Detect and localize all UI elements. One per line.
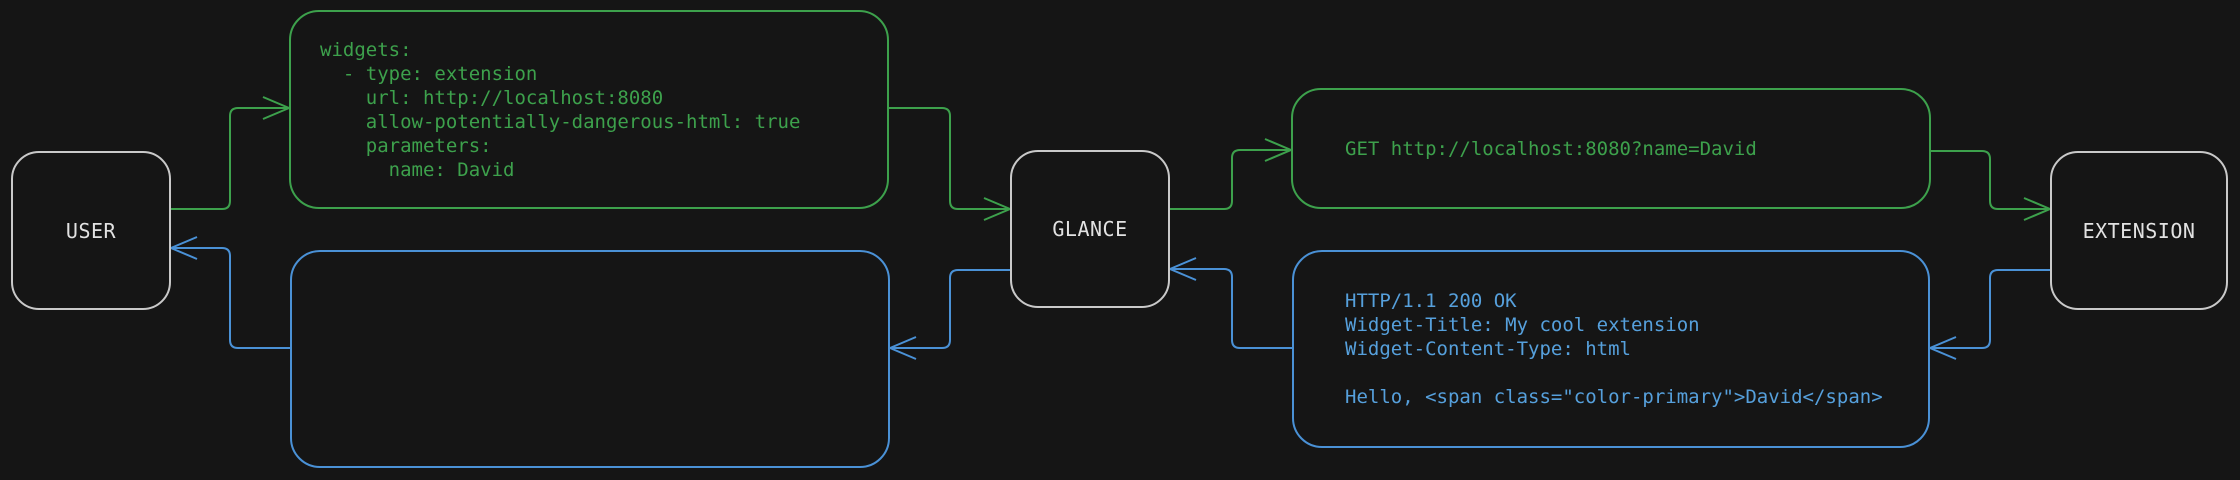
arrowhead-response-to-glance: [1167, 257, 1197, 281]
node-user-label: USER: [65, 218, 117, 243]
config-yaml-line: parameters:: [320, 134, 492, 157]
node-extension-label: EXTENSION: [2082, 218, 2196, 243]
http-response-line: [1345, 361, 1928, 385]
widget-preview-box: MY COOL EXTENSION Hello, David: [290, 250, 890, 468]
http-request-box: GET http://localhost:8080?name=David: [1291, 88, 1931, 209]
arrow-glance-to-widget: [892, 269, 1010, 349]
node-user: USER: [11, 151, 171, 310]
config-yaml-line: - type: extension: [320, 62, 538, 85]
arrowhead-widget-to-user: [168, 236, 198, 260]
arrow-widget-to-user: [173, 247, 290, 349]
config-yaml-line: allow-potentially-dangerous-html: true: [320, 110, 801, 133]
http-response-line: Hello, <span class="color-primary">David…: [1345, 386, 1883, 408]
node-extension: EXTENSION: [2050, 151, 2228, 310]
arrow-request-to-extension: [1931, 150, 2048, 210]
arrowhead-glance-to-widget: [887, 336, 917, 360]
node-glance: GLANCE: [1010, 150, 1170, 308]
arrow-extension-to-response: [1932, 269, 2050, 349]
arrow-response-to-glance: [1172, 268, 1292, 349]
config-yaml-line: name: David: [320, 158, 515, 181]
arrow-user-to-config: [171, 107, 287, 210]
config-yaml-box: widgets: - type: extension url: http://l…: [289, 10, 889, 209]
http-response-box: HTTP/1.1 200 OK Widget-Title: My cool ex…: [1292, 250, 1930, 448]
arrow-config-to-glance: [889, 107, 1008, 210]
http-response-line: HTTP/1.1 200 OK: [1345, 290, 1517, 312]
config-yaml-line: url: http://localhost:8080: [320, 86, 664, 109]
http-request-line: GET http://localhost:8080?name=David: [1345, 137, 1757, 160]
http-response-line: Widget-Content-Type: html: [1345, 338, 1631, 360]
config-yaml-line: widgets:: [320, 38, 412, 61]
arrow-glance-to-request: [1170, 149, 1289, 210]
node-glance-label: GLANCE: [1052, 217, 1128, 241]
arrowhead-extension-to-response: [1927, 336, 1957, 360]
http-response-line: Widget-Title: My cool extension: [1345, 314, 1700, 336]
